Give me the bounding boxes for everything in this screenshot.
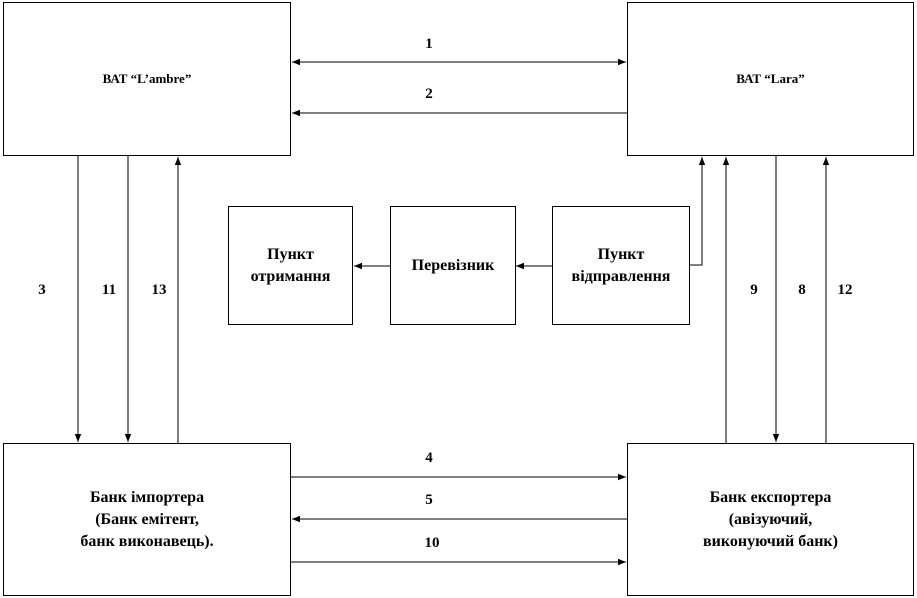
receipt-point-box: Пункт отримання bbox=[228, 206, 353, 325]
arrow-12-label: 12 bbox=[838, 282, 853, 298]
exporter-bank-label: Банк експортера (авізуючий, виконуючий б… bbox=[703, 488, 838, 550]
arrow-5-label: 5 bbox=[425, 492, 433, 508]
carrier-label: Перевізник bbox=[411, 256, 495, 274]
company-lara-title: ВАТ “Lara” bbox=[736, 71, 805, 86]
arrow-2-label: 2 bbox=[425, 86, 433, 102]
arrow-13-label: 13 bbox=[152, 282, 167, 298]
arrow-9-label: 9 bbox=[750, 282, 758, 298]
arrow-11-label: 11 bbox=[102, 282, 116, 298]
departure-point-label: Пункт відправлення bbox=[571, 245, 671, 285]
departure-point-box: Пункт відправлення bbox=[552, 206, 690, 325]
arrow-1-label: 1 bbox=[425, 36, 433, 52]
arrow-3-label: 3 bbox=[38, 282, 46, 298]
arrow-4-label: 4 bbox=[425, 450, 433, 466]
company-lara-box: ВАТ “Lara” bbox=[627, 2, 914, 156]
arrow-8-label: 8 bbox=[798, 282, 806, 298]
importer-bank-box: Банк імпортера (Банк емітент, банк викон… bbox=[3, 443, 291, 596]
departure-to-lara-arrow bbox=[690, 157, 706, 266]
company-lambre-box: ВАТ “L’ambre” bbox=[3, 2, 291, 156]
company-lambre-title: ВАТ “L’ambre” bbox=[102, 71, 192, 86]
importer-bank-label: Банк імпортера (Банк емітент, банк викон… bbox=[80, 488, 214, 550]
receipt-point-label: Пункт отримання bbox=[250, 245, 331, 285]
carrier-box: Перевізник bbox=[390, 206, 516, 325]
arrow-10-label: 10 bbox=[425, 535, 440, 551]
exporter-bank-box: Банк експортера (авізуючий, виконуючий б… bbox=[627, 443, 914, 596]
